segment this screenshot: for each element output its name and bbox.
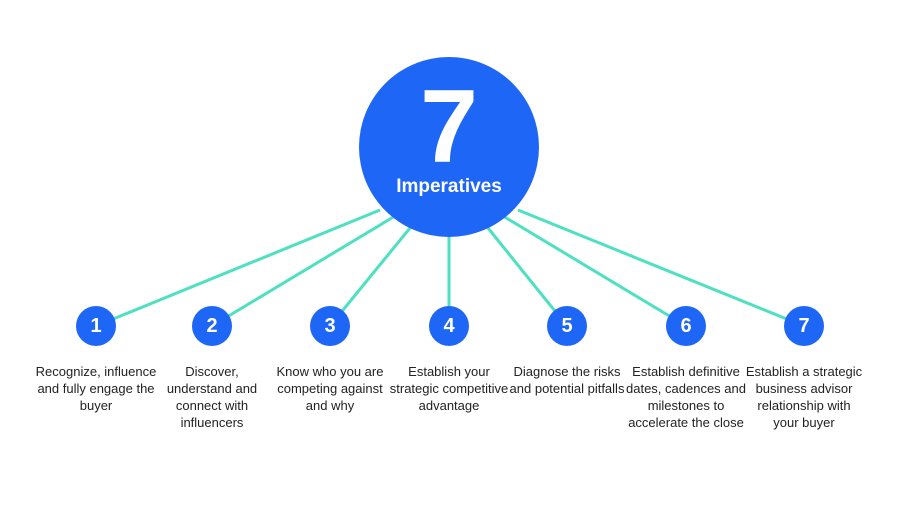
imperative-caption-1: Recognize, influence and fully engage th… bbox=[35, 364, 157, 413]
imperative-caption-3: Know who you are competing against and w… bbox=[276, 364, 384, 413]
imperative-node-5: 5 bbox=[547, 306, 587, 346]
imperative-node-4: 4 bbox=[429, 306, 469, 346]
imperative-caption-5: Diagnose the risks and potential pitfall… bbox=[509, 364, 625, 396]
imperative-node-1: 1 bbox=[76, 306, 116, 346]
imperative-caption-6: Establish definitive dates, cadences and… bbox=[626, 364, 746, 430]
hub-label: Imperatives bbox=[396, 176, 502, 197]
connector-2 bbox=[211, 214, 396, 328]
imperative-caption-2: Discover, understand and connect with in… bbox=[166, 364, 258, 430]
imperative-node-2: 2 bbox=[192, 306, 232, 346]
connector-3 bbox=[328, 227, 412, 327]
hub-circle: 7 Imperatives bbox=[359, 57, 539, 237]
hub-number: 7 bbox=[420, 69, 478, 185]
imperative-caption-7: Establish a strategic business advisor r… bbox=[745, 364, 863, 430]
connector-6 bbox=[502, 214, 687, 328]
connector-7 bbox=[517, 208, 805, 328]
imperative-node-7: 7 bbox=[784, 306, 824, 346]
imperative-node-6: 6 bbox=[666, 306, 706, 346]
connector-1 bbox=[95, 208, 381, 328]
imperative-caption-4: Establish your strategic competitive adv… bbox=[389, 364, 509, 413]
imperative-node-3: 3 bbox=[310, 306, 350, 346]
